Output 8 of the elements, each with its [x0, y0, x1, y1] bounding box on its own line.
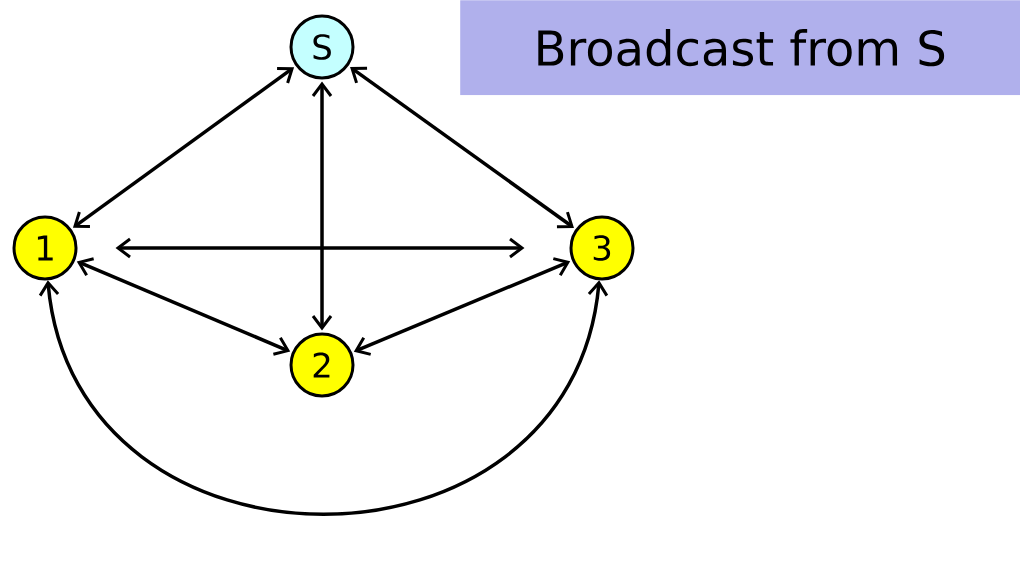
arrow — [115, 237, 525, 259]
arrow — [311, 81, 333, 331]
arrow — [353, 257, 571, 356]
arrow — [350, 66, 574, 229]
arrow — [72, 67, 295, 228]
arrow — [38, 280, 609, 516]
arrow — [76, 257, 291, 356]
title-banner: Broadcast from S — [460, 0, 1020, 96]
